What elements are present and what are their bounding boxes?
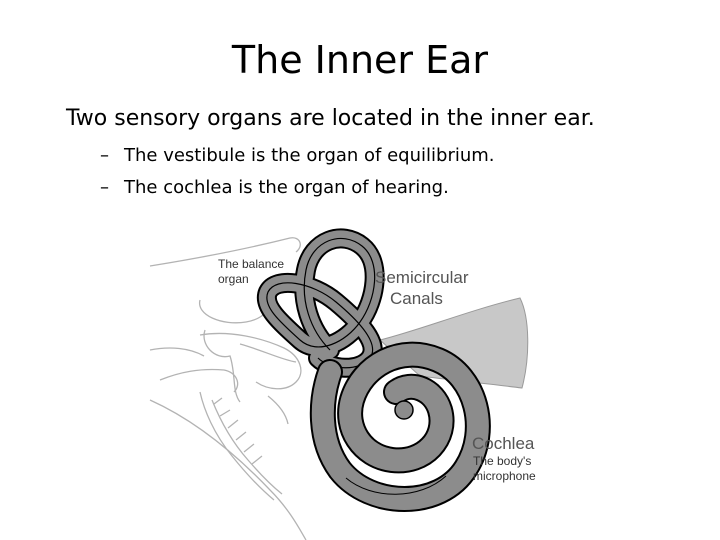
- bullet-dash: –: [100, 145, 109, 166]
- slide-title: The Inner Ear: [231, 38, 489, 82]
- balance-label-line2: organ: [218, 272, 249, 286]
- bullet-item: –The cochlea is the organ of hearing.: [100, 175, 449, 201]
- cochlea-label: Cochlea: [472, 434, 535, 453]
- semicircular-canals: [256, 228, 385, 378]
- cochlea-sublabel-line2: microphone: [473, 469, 536, 483]
- bullet-dash: –: [100, 177, 109, 198]
- bullet-text: The cochlea is the organ of hearing.: [124, 177, 449, 198]
- semicircular-label-line1: Semicircular: [375, 268, 469, 287]
- bullet-text: The vestibule is the organ of equilibriu…: [124, 145, 495, 166]
- body-text: Two sensory organs are located in the in…: [66, 106, 595, 131]
- balance-label-line1: The balance: [218, 257, 284, 271]
- cochlea-sublabel-line1: The body's: [473, 454, 531, 468]
- semicircular-label-line2: Canals: [390, 289, 443, 308]
- cochlea-spiral: [309, 341, 491, 512]
- middle-ear-sketch: [149, 237, 307, 540]
- bullet-item: –The vestibule is the organ of equilibri…: [100, 143, 495, 169]
- inner-ear-diagram: The balance organ Semicircular Canals Co…: [149, 228, 536, 540]
